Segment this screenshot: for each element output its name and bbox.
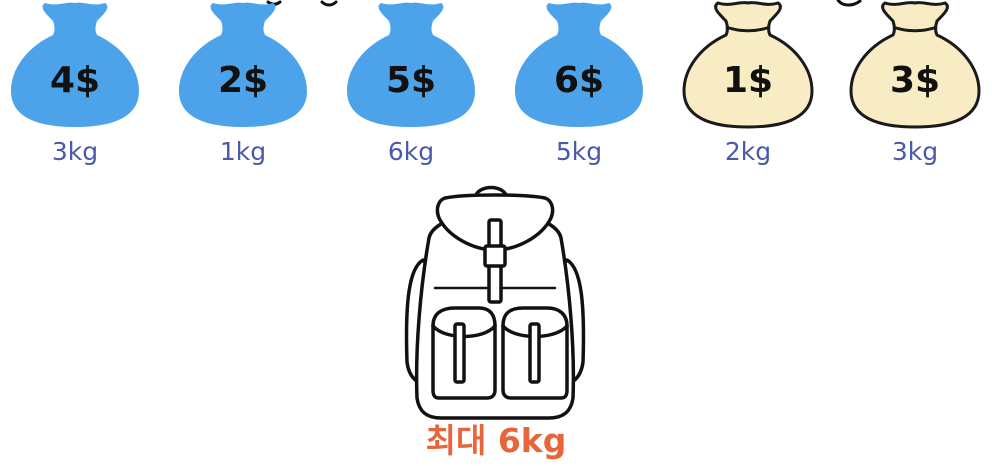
backpack-icon (404, 185, 586, 420)
money-bag-4: 6$ 5kg (515, 2, 643, 166)
money-bag-tie (892, 25, 938, 33)
bag-value-label: 5$ (386, 60, 436, 101)
money-bag-5: 1$ 2kg (682, 1, 814, 166)
money-bag-3: 5$ 6kg (347, 2, 475, 166)
backpack-center-buckle (483, 244, 507, 268)
money-bag-6: 3$ 3kg (849, 1, 981, 166)
money-bag-icon (347, 2, 475, 127)
bag-weight-label: 2kg (725, 137, 771, 166)
money-bag-icon (179, 2, 307, 127)
backpack-right-pocket-strap (528, 322, 541, 384)
bag-value-label: 3$ (890, 60, 940, 101)
money-bag-icon (11, 2, 139, 127)
money-bag-1: 4$ 3kg (11, 2, 139, 166)
bag-value-label: 6$ (554, 60, 604, 101)
money-bag-2: 2$ 1kg (179, 2, 307, 166)
money-bag-tie (725, 25, 771, 33)
bag-value-label: 4$ (50, 60, 100, 101)
money-bag-icon (682, 1, 814, 129)
backpack-left-pocket-strap (453, 322, 466, 384)
bag-value-label: 1$ (723, 60, 773, 101)
bag-weight-label: 1kg (220, 137, 266, 166)
bag-weight-label: 3kg (52, 137, 98, 166)
knapsack-capacity-label: 최대 6kg (426, 421, 567, 460)
bag-weight-label: 6kg (388, 137, 434, 166)
bag-weight-label: 3kg (892, 137, 938, 166)
bag-value-label: 2$ (218, 60, 268, 101)
money-bag-icon (849, 1, 981, 129)
money-bag-icon (515, 2, 643, 127)
bag-weight-label: 5kg (556, 137, 602, 166)
money-bags: 4$ 3kg 2$ 1kg 5$ 6kg 6$ 5kg 1$ 2kg 3$ 3kg (11, 1, 981, 166)
